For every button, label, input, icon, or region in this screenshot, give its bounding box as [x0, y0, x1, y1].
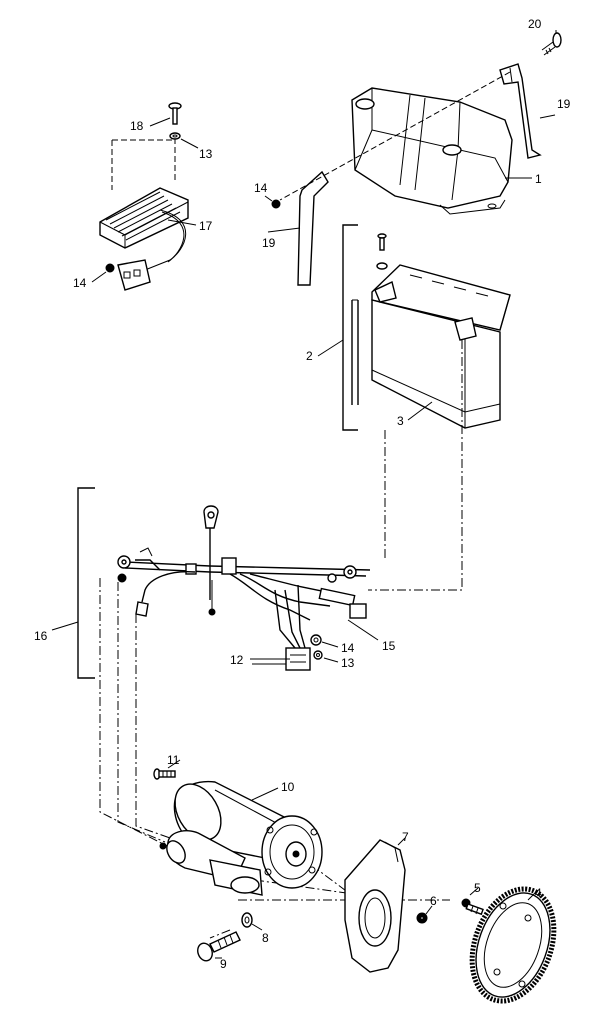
- callout-15: 15: [382, 639, 396, 653]
- callout-8: 8: [262, 931, 269, 945]
- callout-14-right: 14: [254, 181, 268, 195]
- bracket-16: [77, 487, 95, 679]
- callout-3: 3: [397, 414, 404, 428]
- callout-20: 20: [528, 17, 542, 31]
- starter-motor: [159, 780, 323, 896]
- nut-14-right: [271, 199, 281, 209]
- callout-12: 12: [230, 653, 244, 667]
- callout-5: 5: [474, 881, 481, 895]
- callout-19-right: 19: [557, 97, 571, 111]
- strap-left: [297, 170, 329, 286]
- washer-13-mid: [313, 650, 323, 660]
- battery-cover: [351, 87, 513, 215]
- battery: [351, 264, 511, 429]
- callout-10: 10: [281, 780, 295, 794]
- bolt-11: [153, 768, 176, 780]
- voltage-regulator: [99, 187, 189, 291]
- nut-14-mid: [310, 634, 322, 646]
- bracket-2: [342, 224, 358, 431]
- screw-20: [541, 32, 562, 56]
- callout-11: 11: [167, 753, 180, 767]
- callout-18: 18: [130, 119, 144, 133]
- callout-13-top: 13: [199, 147, 213, 161]
- callout-19-left: 19: [262, 236, 276, 250]
- callout-13-mid: 13: [341, 656, 355, 670]
- strap-right: [499, 63, 542, 159]
- callout-9: 9: [220, 957, 227, 971]
- callout-7: 7: [402, 830, 409, 844]
- callout-6: 6: [430, 894, 437, 908]
- nut-6: [416, 912, 428, 924]
- callout-17: 17: [199, 219, 213, 233]
- callout-14-left: 14: [73, 276, 87, 290]
- callout-1: 1: [535, 172, 542, 186]
- washer-8: [241, 912, 253, 928]
- bolt-5: [461, 898, 484, 916]
- adapter-plate: [344, 839, 406, 973]
- callout-4: 4: [535, 886, 542, 900]
- washer-13-top: [169, 132, 181, 140]
- callout-14-mid: 14: [341, 641, 355, 655]
- ring-gear: [469, 886, 557, 1004]
- nut-14-left: [105, 263, 115, 273]
- bolt-9: [197, 931, 241, 962]
- terminal-bolt: [376, 233, 388, 270]
- wiring-harness: [117, 505, 371, 671]
- screw-18: [168, 102, 182, 125]
- callout-2: 2: [306, 349, 313, 363]
- callout-16: 16: [34, 629, 48, 643]
